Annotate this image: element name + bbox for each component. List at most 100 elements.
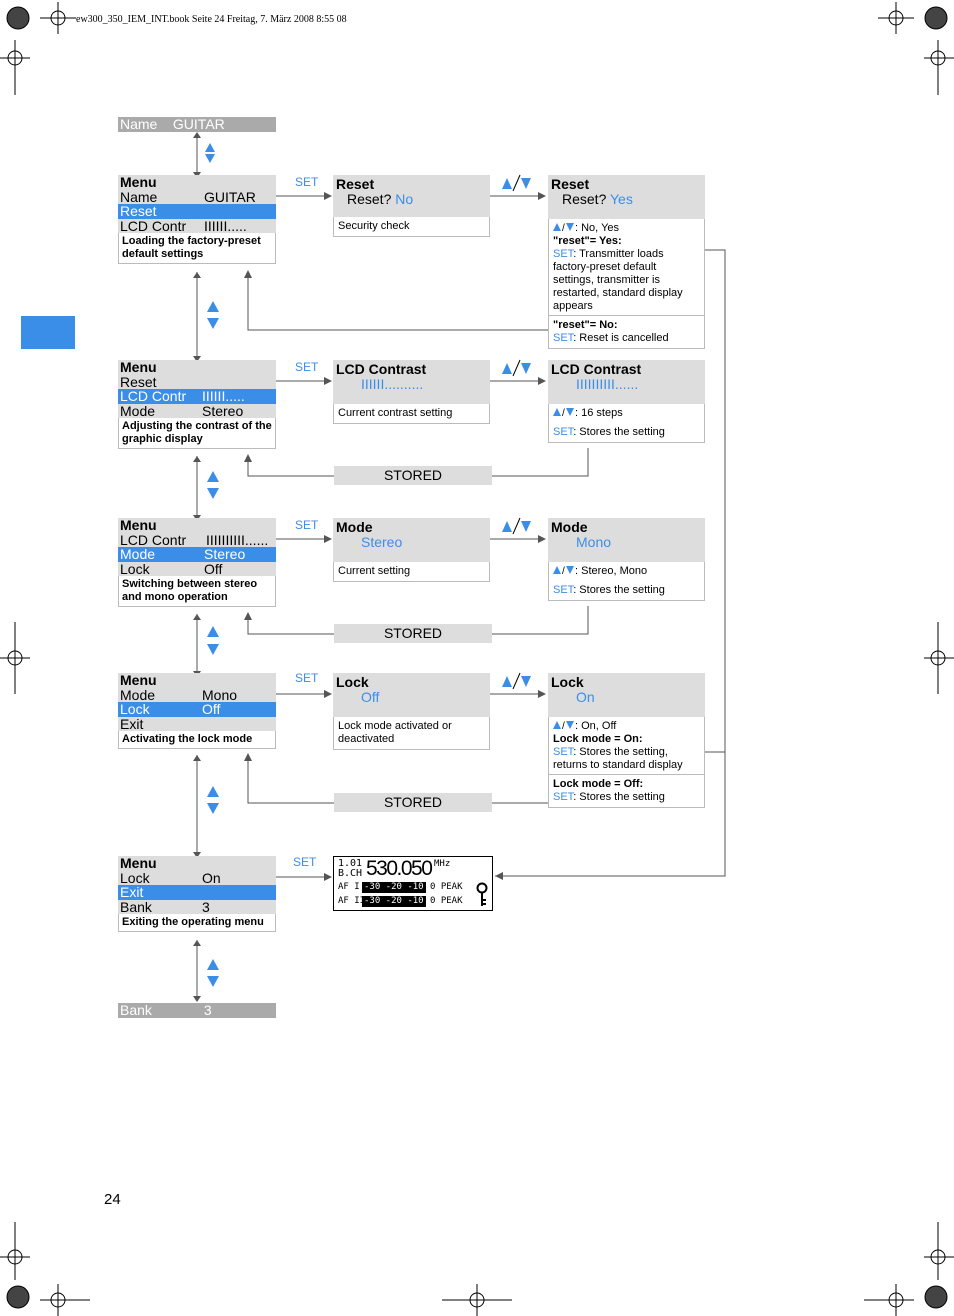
menu-item-key: Menu — [120, 517, 157, 533]
menu-item[interactable]: Exit — [118, 885, 276, 900]
page-number: 24 — [104, 1191, 121, 1208]
result-value: IIIIIIIIII...... — [576, 376, 639, 392]
set-label: SET — [295, 360, 319, 374]
lcd-channel: 1.01 — [338, 858, 363, 869]
note-section: SET: Stores the setting — [553, 426, 665, 438]
setting-value: IIIIII.......... — [361, 376, 424, 392]
svg-text:/: / — [562, 223, 565, 232]
menu-description: Adjusting the contrast of the graphic di… — [118, 418, 276, 449]
set-label: SET — [295, 671, 319, 685]
lcd-af1-label: AF I — [338, 882, 360, 892]
menu-item-value: GUITAR — [204, 188, 256, 205]
lcd-af1-meter: -30 -20 -10 — [362, 882, 426, 893]
setting-prompt — [336, 534, 347, 550]
up-down-icon: / — [553, 223, 574, 234]
stored-bar: STORED — [334, 466, 492, 485]
menu-item-value: IIIIIIIIII...... — [206, 531, 269, 548]
menu-item-key: Reset — [120, 373, 157, 390]
set-label: SET — [295, 175, 319, 189]
setting-screen: LCD Contrast IIIIII..........Current con… — [333, 360, 490, 424]
menu-item-key: Name — [120, 188, 158, 205]
menu-title: Menu — [118, 175, 276, 190]
menu-item-value: Mono — [202, 686, 238, 703]
lcd-unit: MHz — [434, 859, 451, 869]
menu-item-key: Reset — [120, 203, 157, 219]
setting-title: Reset — [336, 176, 375, 192]
setting-title: Mode — [336, 519, 373, 535]
page-header: ew300_350_IEM_INT.book Seite 24 Freitag,… — [76, 14, 347, 25]
menu-item-key: Exit — [120, 884, 144, 900]
menu-item-value: Off — [204, 560, 223, 577]
menu-item-key: Lock — [120, 560, 150, 577]
menu-item-key: Lock — [120, 869, 150, 886]
note-range: /: No, Yes — [553, 222, 700, 235]
menu-item-key: Menu — [120, 174, 157, 190]
result-line: Mono — [551, 535, 702, 550]
lcd-af2-meter: -30 -20 -10 — [362, 896, 426, 907]
menu-item-value: Off — [202, 701, 221, 717]
menu-item[interactable]: Lock Off — [118, 560, 276, 577]
lcd-af2-label: AF II — [338, 896, 366, 906]
note-section: SET: Stores the setting — [553, 584, 665, 596]
setting-note: Current contrast setting — [333, 404, 490, 424]
result-value: On — [576, 689, 595, 705]
note-section: Lock mode = On:SET: Stores the setting, … — [553, 733, 683, 771]
stored-bar: STORED — [334, 624, 492, 643]
result-prompt: Reset? — [562, 191, 607, 207]
setting-prompt — [336, 689, 347, 705]
result-value: Mono — [576, 534, 612, 550]
lcd-frequency: 530.050 — [366, 857, 433, 880]
result-screen: LCD Contrast IIIIIIIIII....../: 16 steps… — [548, 360, 705, 443]
menu-item-value: On — [202, 869, 221, 886]
result-title: Mode — [551, 519, 588, 535]
menu-item-value: Stereo — [202, 402, 244, 419]
setting-title: Lock — [336, 674, 369, 690]
result-prompt — [551, 689, 562, 705]
menu-item-key: Bank — [120, 898, 152, 915]
menu-item[interactable]: Reset — [118, 373, 276, 390]
menu-item-key: Menu — [120, 855, 157, 871]
set-label: SET — [295, 518, 319, 532]
menu-item-key: LCD Contr — [120, 217, 187, 234]
lcd-bch: B.CH — [338, 868, 363, 879]
result-prompt — [551, 376, 562, 392]
key-icon — [476, 882, 488, 906]
standard-display: 1.01 B.CH 530.050 MHz AF I -30 -20 -10 0… — [333, 856, 493, 911]
result-value: Yes — [610, 191, 633, 207]
result-title: Lock — [551, 674, 584, 690]
menu-title: Menu — [118, 856, 276, 871]
setting-note: Security check — [333, 217, 490, 237]
menu-item-value: IIIIII..... — [202, 388, 245, 404]
result-title: Reset — [551, 176, 590, 192]
setting-line: IIIIII.......... — [336, 377, 487, 392]
menu-item-key: Menu — [120, 672, 157, 688]
menu-title: Menu — [118, 360, 276, 375]
menu-description: Loading the factory-preset default setti… — [118, 233, 276, 264]
menu-item[interactable]: Lock On — [118, 869, 276, 886]
svg-text:/: / — [562, 408, 565, 417]
up-down-icon: / — [553, 721, 574, 732]
menu-item[interactable]: Exit — [118, 716, 276, 732]
menu-item[interactable]: Name GUITAR — [118, 188, 276, 205]
menu-item[interactable]: Reset — [118, 204, 276, 219]
setting-value: Off — [361, 689, 380, 705]
svg-text:/: / — [562, 566, 565, 575]
menu-item-key: LCD Contr — [120, 388, 187, 404]
menu-item[interactable]: LCD Contr IIIIII..... — [118, 389, 276, 404]
stored-bar: STORED — [334, 793, 492, 812]
note-range: /: Stereo, Mono — [553, 565, 700, 578]
setting-prompt — [336, 376, 347, 392]
set-label: SET — [293, 855, 317, 869]
